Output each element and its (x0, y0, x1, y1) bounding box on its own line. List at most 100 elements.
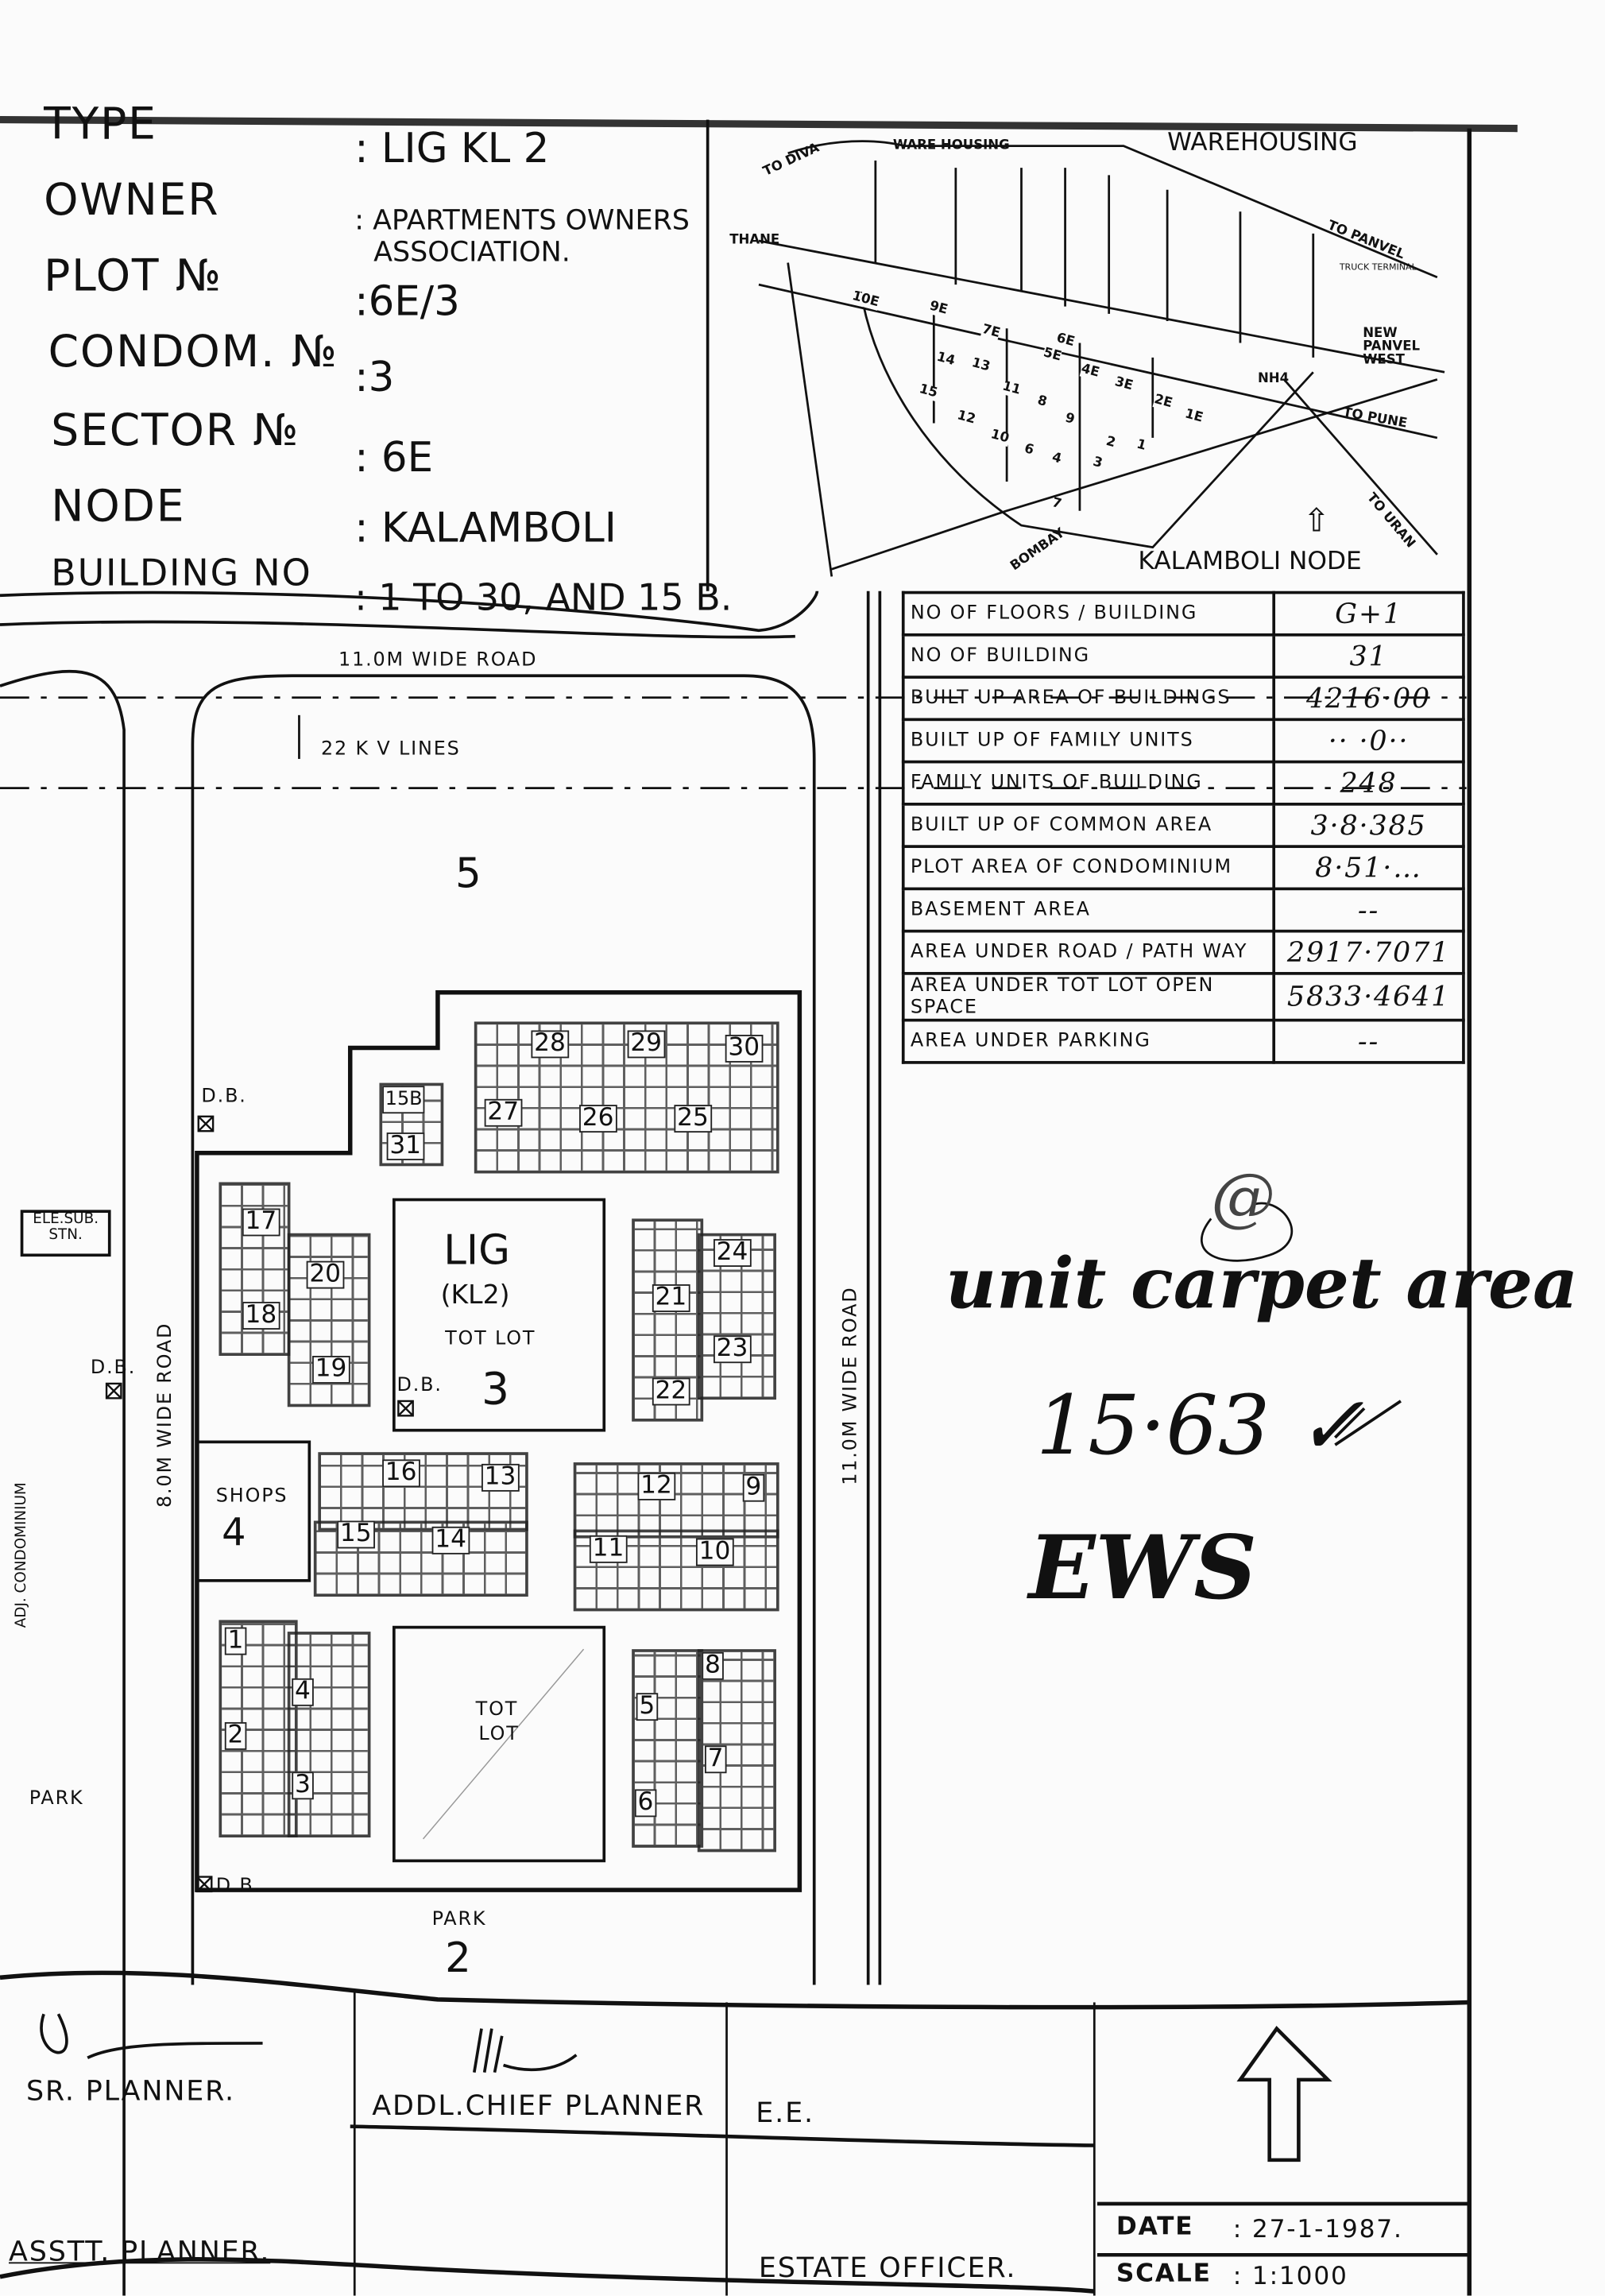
building-block (632, 1649, 704, 1848)
thane-label: THANE (729, 233, 780, 249)
building-number: 27 (484, 1098, 522, 1127)
row-label: BASEMENT AREA (901, 887, 1276, 933)
row-label: AREA UNDER TOT LOT OPEN SPACE (901, 972, 1276, 1022)
row-value: 3·8·385 (1272, 803, 1465, 848)
sector-label: SECTOR № (51, 405, 300, 457)
building-number: 8 (702, 1651, 724, 1680)
condom-value: :3 (354, 353, 395, 402)
table-row: BUILT UP OF FAMILY UNITS·· ·0·· (901, 718, 1465, 764)
row-label: AREA UNDER ROAD / PATH WAY (901, 929, 1276, 975)
owner-label: OWNER (44, 175, 220, 227)
annotation-mark: @ (1211, 1160, 1276, 1235)
db-label: D.B. (215, 1875, 262, 1898)
sector-value: : 6E (354, 433, 434, 482)
node-label: NODE (51, 482, 186, 533)
building-number: 29 (627, 1030, 665, 1059)
row-label: NO OF BUILDING (901, 633, 1276, 679)
row-value: -- (1272, 887, 1465, 933)
estate-officer-label: ESTATE OFFICER. (758, 2251, 1017, 2284)
shops-label: SHOPS (215, 1485, 288, 1508)
annotation-unit-carpet-area: unit carpet area (945, 1243, 1579, 1326)
plot-2-label: 2 (445, 1934, 471, 1982)
owner-value-line2: ASSOCIATION. (373, 236, 570, 269)
adj-condominium-label: ADJ. CONDOMINIUM (14, 1482, 30, 1628)
row-label: AREA UNDER PARKING (901, 1018, 1276, 1064)
addl-chief-planner-label: ADDL.CHIEF PLANNER (372, 2089, 706, 2123)
key-map-title: KALAMBOLI NODE (1138, 547, 1362, 577)
db-label: D.B. (201, 1086, 247, 1108)
row-value: 8·51·… (1272, 845, 1465, 891)
scale-label: SCALE (1116, 2259, 1212, 2289)
building-number: 6 (634, 1789, 657, 1818)
type-label: TYPE (44, 99, 157, 151)
building-block (697, 1649, 776, 1853)
node-value: : KALAMBOLI (354, 503, 617, 552)
tot-lot-lig-label: LIG (443, 1225, 510, 1275)
plot-5-label: 5 (454, 849, 482, 898)
new-panvel-west-label: NEW PANVEL WEST (1363, 327, 1421, 368)
building-number: 14 (431, 1526, 470, 1555)
building-number: 13 (482, 1463, 520, 1492)
building-number: 15 (337, 1520, 375, 1549)
building-number: 15B (382, 1086, 426, 1114)
road-right-label: 11.0M WIDE ROAD (840, 1286, 862, 1485)
building-number: 12 (637, 1472, 675, 1500)
row-label: BUILT UP OF COMMON AREA (901, 803, 1276, 848)
nh4-label: NH4 (1257, 372, 1290, 387)
building-number: 19 (311, 1356, 350, 1384)
building-label: BUILDING NO (51, 552, 312, 594)
row-value: 5833·4641 (1272, 972, 1465, 1022)
kv-lines-label: 22 K V LINES (321, 738, 461, 761)
building-number: 10 (695, 1538, 734, 1566)
road-left-label: 8.0M WIDE ROAD (154, 1322, 177, 1508)
building-number: 2 (224, 1721, 247, 1750)
table-row: BASEMENT AREA-- (901, 887, 1465, 933)
row-label: BUILT UP AREA OF BUILDINGS (901, 676, 1276, 722)
annotation-area-value: 15·63 ✓ (1035, 1379, 1365, 1474)
building-value: : 1 TO 30, AND 15 B. (354, 576, 733, 619)
building-number: 17 (242, 1208, 280, 1237)
building-number: 21 (652, 1284, 690, 1312)
plot-value: :6E/3 (354, 277, 460, 326)
building-number: 26 (579, 1105, 617, 1133)
building-number: 11 (589, 1535, 627, 1563)
asst-planner-label: ASSTT. PLANNER. (9, 2236, 271, 2268)
row-value: -- (1272, 1018, 1465, 1064)
building-number: 28 (531, 1030, 569, 1059)
building-number: 18 (242, 1302, 280, 1330)
park-bottom-label: PARK (431, 1909, 487, 1931)
row-value: 2917·7071 (1272, 929, 1465, 975)
annotation-ews: EWS (1028, 1517, 1257, 1620)
building-number: 7 (704, 1745, 727, 1774)
date-value: : 27-1-1987. (1232, 2215, 1403, 2245)
building-number: 23 (713, 1335, 752, 1364)
building-number: 24 (713, 1239, 752, 1267)
sr-planner-label: SR. PLANNER. (26, 2075, 235, 2108)
truck-terminal-label: TRUCK TERMINAL (1339, 262, 1417, 273)
row-label: FAMILY UNITS OF BUILDING (901, 760, 1276, 806)
building-number: 5 (636, 1693, 658, 1721)
row-value: ·· ·0·· (1272, 718, 1465, 764)
building-number: 3 (292, 1771, 314, 1800)
building-number: 4 (292, 1678, 314, 1706)
building-number: 31 (386, 1133, 424, 1160)
ware-housing-label: WARE HOUSING (892, 138, 1010, 153)
ele-sub-stn-label: ELE.SUB. STN. (33, 1211, 99, 1244)
building-block (287, 1632, 371, 1838)
row-value: 4216·00 (1272, 676, 1465, 722)
row-label: NO OF FLOORS / BUILDING (901, 590, 1276, 637)
row-label: PLOT AREA OF CONDOMINIUM (901, 845, 1276, 891)
scale-value: : 1:1000 (1232, 2262, 1348, 2292)
table-row: AREA UNDER PARKING-- (901, 1018, 1465, 1064)
building-number: 16 (382, 1459, 420, 1488)
tot-lot-label: TOT LOT (445, 1328, 536, 1350)
